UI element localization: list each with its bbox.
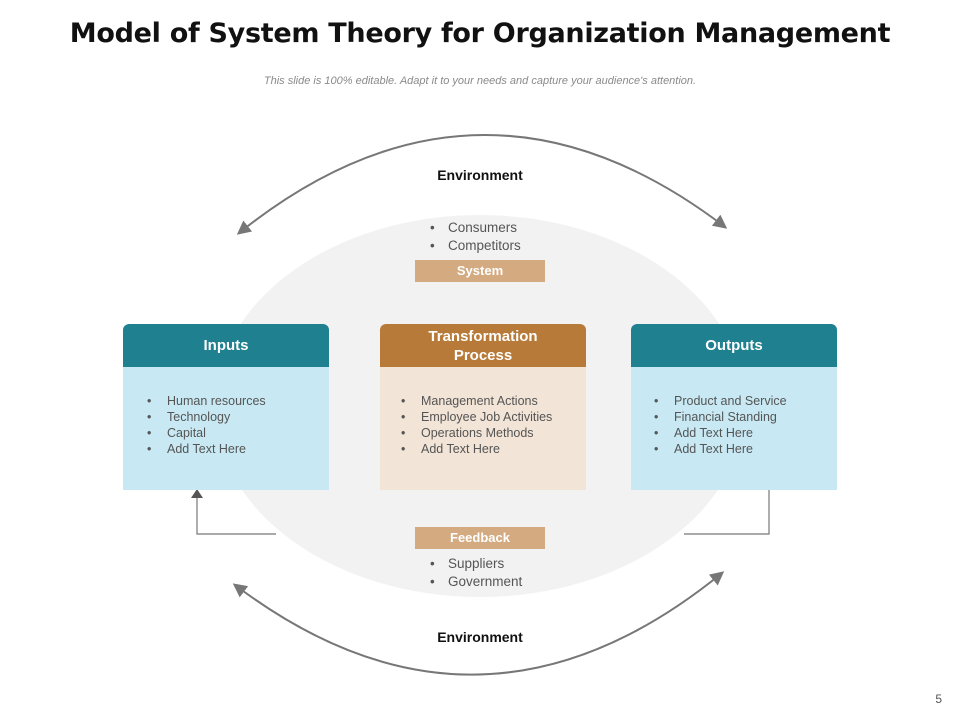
list-item: Operations Methods	[401, 425, 586, 441]
outputs-card-title: Outputs	[631, 324, 837, 367]
list-item: Financial Standing	[654, 409, 837, 425]
feedback-loop-arrowhead	[191, 489, 203, 498]
inputs-card-title: Inputs	[123, 324, 329, 367]
list-item: Add Text Here	[654, 425, 837, 441]
system-bullet-list: Consumers Competitors	[428, 219, 521, 255]
slide-subtitle: This slide is 100% editable. Adapt it to…	[263, 75, 697, 87]
list-item: Capital	[147, 425, 329, 441]
inputs-bullet-list: Human resources Technology Capital Add T…	[147, 393, 329, 457]
outputs-bullet-list: Product and Service Financial Standing A…	[654, 393, 837, 457]
feedback-loop-left-line	[196, 496, 276, 535]
inputs-card: Inputs Human resources Technology Capita…	[123, 324, 329, 490]
page-number: 5	[935, 692, 942, 706]
environment-label-bottom: Environment	[437, 629, 523, 645]
list-item: Management Actions	[401, 393, 586, 409]
list-item: Human resources	[147, 393, 329, 409]
process-bullet-list: Management Actions Employee Job Activiti…	[401, 393, 586, 457]
environment-label-top: Environment	[437, 167, 523, 183]
system-tag: System	[415, 260, 545, 282]
outputs-card-body: Product and Service Financial Standing A…	[631, 367, 837, 490]
transformation-process-card-title: Transformation Process	[380, 324, 586, 367]
list-item: Add Text Here	[654, 441, 837, 457]
feedback-bullet-list: Suppliers Government	[428, 555, 522, 591]
list-item: Product and Service	[654, 393, 837, 409]
list-item: Technology	[147, 409, 329, 425]
inputs-card-body: Human resources Technology Capital Add T…	[123, 367, 329, 490]
list-item: Suppliers	[428, 555, 522, 573]
list-item: Employee Job Activities	[401, 409, 586, 425]
outputs-card: Outputs Product and Service Financial St…	[631, 324, 837, 490]
list-item: Government	[428, 573, 522, 591]
bottom-environment-arrow	[232, 571, 725, 676]
slide-title: Model of System Theory for Organization …	[69, 18, 891, 49]
top-environment-arrow	[236, 134, 728, 235]
transformation-process-card-body: Management Actions Employee Job Activiti…	[380, 367, 586, 490]
list-item: Add Text Here	[147, 441, 329, 457]
list-item: Add Text Here	[401, 441, 586, 457]
feedback-loop-right-line	[684, 490, 770, 535]
feedback-tag: Feedback	[415, 527, 545, 549]
transformation-process-card: Transformation Process Management Action…	[380, 324, 586, 490]
list-item: Competitors	[428, 237, 521, 255]
list-item: Consumers	[428, 219, 521, 237]
